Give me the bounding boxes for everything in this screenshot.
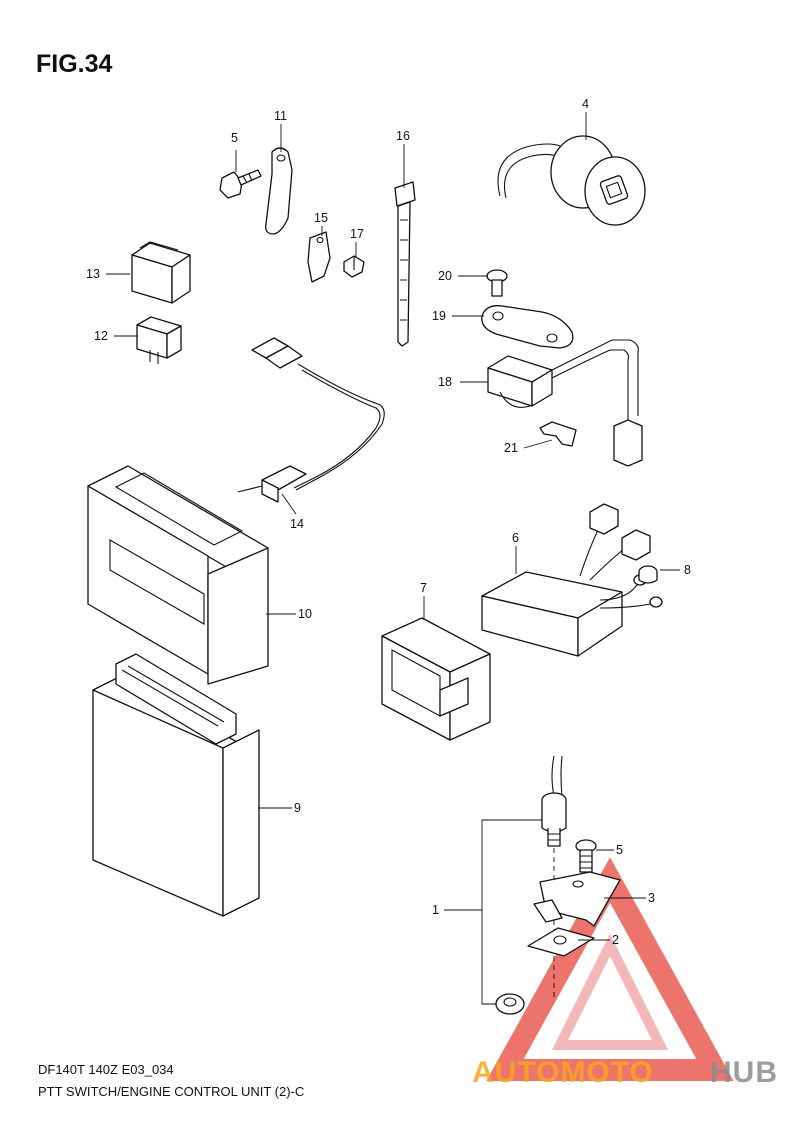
callout-6: 6: [512, 531, 519, 545]
callout-16: 16: [396, 129, 410, 143]
part-11-bracket: [265, 147, 293, 235]
part-20-screw: [486, 269, 508, 297]
callout-11: 11: [274, 109, 287, 123]
figure-title-caption: PTT SWITCH/ENGINE CONTROL UNIT (2)-C: [38, 1084, 305, 1099]
callout-7: 7: [420, 581, 427, 595]
part-6-module: [481, 503, 663, 657]
part-2-plate: [527, 927, 595, 957]
callout-13: 13: [86, 267, 100, 281]
callout-2: 2: [612, 933, 619, 947]
callout-9: 9: [294, 801, 301, 815]
callout-15: 15: [314, 211, 328, 225]
part-21-clamp: [539, 421, 577, 447]
part-16-cable-tie: [394, 181, 416, 347]
watermark-text-1: AUTOMOTO: [472, 1056, 654, 1089]
part-14-harness: [237, 337, 385, 503]
callout-17: 17: [350, 227, 364, 241]
part-13-relay: [131, 241, 191, 304]
part-19-plate: [481, 305, 574, 349]
callout-18: 18: [438, 375, 452, 389]
figure-model-caption: DF140T 140Z E03_034: [38, 1062, 174, 1077]
callout-14: 14: [290, 517, 304, 531]
part-10-cover: [87, 465, 269, 685]
part-5-bolt: [219, 169, 262, 199]
callout-3: 3: [648, 891, 655, 905]
part-3-bracket: [533, 871, 621, 927]
part-17-screw: [343, 255, 365, 278]
part-1-ptt-switch: [495, 755, 567, 1015]
callout-5: 5: [231, 131, 238, 145]
callout-21: 21: [504, 441, 518, 455]
callout-10: 10: [298, 607, 312, 621]
part-7-module: [381, 617, 491, 741]
part-15-clip: [307, 231, 331, 283]
callout-8: 8: [684, 563, 691, 577]
callout-5-lower: 5: [616, 843, 623, 857]
callout-19: 19: [432, 309, 446, 323]
watermark-text-2: HUB: [710, 1056, 778, 1089]
callout-12: 12: [94, 329, 108, 343]
callout-labels: 5 11 4 16 15 17 13 12 20 19 18 21 14 6 8…: [86, 97, 691, 947]
callout-1: 1: [432, 903, 439, 917]
callout-20: 20: [438, 269, 452, 283]
part-8-grommet: [638, 565, 658, 584]
watermark-text: AUTOMOTO HUB: [472, 1056, 778, 1089]
leader-lines: [106, 112, 680, 1005]
part-18-switch: [487, 339, 643, 467]
callout-4: 4: [582, 97, 589, 111]
figure-title: FIG.34: [36, 50, 113, 78]
part-9-ecu: [92, 653, 260, 917]
part-5-lower-bolt: [575, 839, 597, 873]
part-12-relay: [136, 316, 182, 364]
part-4-switch: [497, 135, 646, 226]
watermark-logo: [486, 857, 734, 1081]
